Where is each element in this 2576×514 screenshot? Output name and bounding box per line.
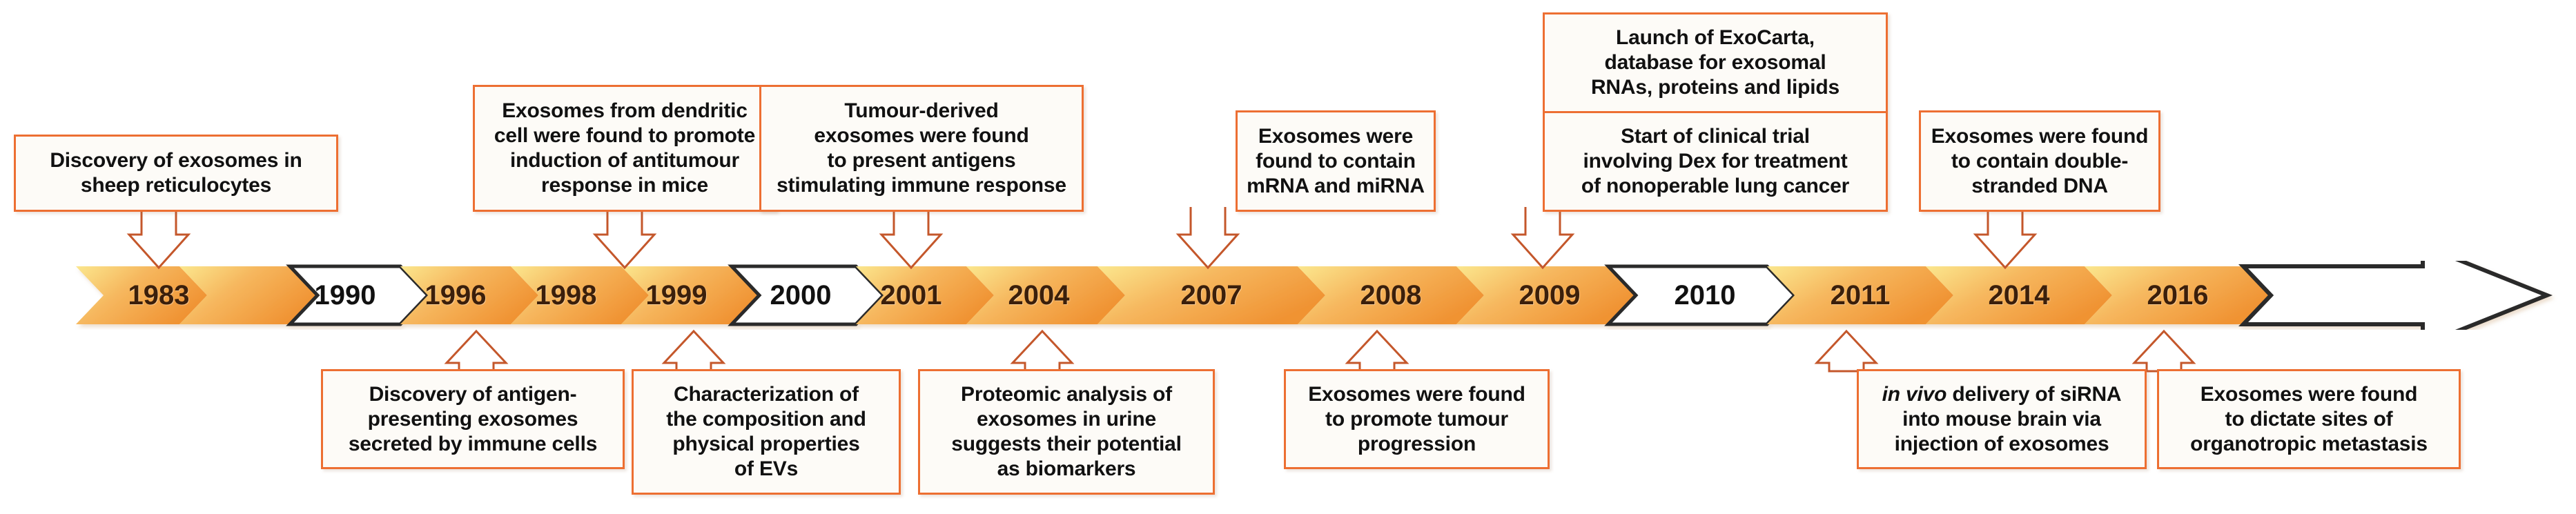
year-label-2016[interactable]: 2016 <box>2147 280 2209 310</box>
callout-line: to contain double- <box>1951 149 2129 172</box>
callout-above-1996[interactable]: Exosomes from dendritic cell were found … <box>473 85 777 212</box>
callout-line: stimulating immune response <box>777 174 1066 197</box>
callout-line: secreted by immune cells <box>348 432 598 455</box>
callout-line: found to contain <box>1256 149 1416 172</box>
callout-line: exosomes in urine <box>976 408 1157 431</box>
callout-line: progression <box>1357 432 1476 455</box>
callout-above-2014[interactable]: Exosomes were found to contain double- s… <box>1919 110 2160 212</box>
callout-below-1996[interactable]: Discovery of antigen- presenting exosome… <box>321 369 625 469</box>
callout-line: sheep reticulocytes <box>80 174 272 197</box>
callout-line: into mouse brain via <box>1902 407 2101 431</box>
callout-line: Discovery of antigen- <box>369 382 577 406</box>
callout-line: as biomarkers <box>997 457 1136 480</box>
connector-up-2011 <box>1814 329 1879 373</box>
callout-segment-exocarta: Launch of ExoCarta, database for exosoma… <box>1545 14 1886 113</box>
connector-down-2014 <box>1973 207 2038 270</box>
year-label-2010[interactable]: 2010 <box>1674 280 1736 310</box>
year-label-2004[interactable]: 2004 <box>1008 280 1070 310</box>
callout-line: the composition and <box>666 408 866 431</box>
callout-line: stranded DNA <box>1971 174 2108 197</box>
callout-line: database for exosomal <box>1604 51 1826 74</box>
callout-line: Exosomes were <box>1258 124 1414 148</box>
connector-up-1999 <box>661 329 726 373</box>
connector-up-1996 <box>444 329 509 373</box>
callout-below-2004[interactable]: Proteomic analysis of exosomes in urine … <box>918 369 1215 495</box>
callout-line: Proteomic analysis of <box>961 383 1172 406</box>
year-label-2009[interactable]: 2009 <box>1519 280 1581 310</box>
year-label-1990[interactable]: 1990 <box>314 280 376 310</box>
callout-line: Characterization of <box>674 383 859 406</box>
callout-line: involving Dex for treatment <box>1583 150 1848 172</box>
callout-line: organotropic metastasis <box>2190 432 2428 455</box>
callout-line: Tumour-derived <box>844 99 999 122</box>
year-label-1983[interactable]: 1983 <box>128 280 190 310</box>
invivo-italic: in vivo <box>1882 382 1947 406</box>
connector-down-1996 <box>592 207 657 270</box>
year-label-1998[interactable]: 1998 <box>535 280 597 310</box>
callout-line: injection of exosomes <box>1894 432 2109 455</box>
callout-line: Exosomes were found <box>2200 382 2418 406</box>
callout-below-2016[interactable]: Exosomes were found to dictate sites of … <box>2157 369 2461 469</box>
callout-above-1983[interactable]: Discovery of exosomes in sheep reticuloc… <box>14 135 338 212</box>
callout-line: presenting exosomes <box>367 407 578 431</box>
callout-line: Exosomes were found <box>1931 124 2149 148</box>
connector-down-2007 <box>1175 207 1240 270</box>
connector-up-2004 <box>1010 329 1075 373</box>
callout-below-2011[interactable]: in vivo delivery of siRNA into mouse bra… <box>1857 369 2147 469</box>
callout-line: cell were found to promote <box>494 124 756 147</box>
year-label-2014[interactable]: 2014 <box>1988 280 2050 310</box>
connector-down-2009 <box>1510 207 1575 270</box>
connector-down-2001 <box>879 207 944 270</box>
callout-line: mRNA and miRNA <box>1247 174 1425 197</box>
connector-down-1983 <box>126 207 191 270</box>
callout-segment-clinical-trial: Start of clinical trial involving Dex fo… <box>1545 113 1886 210</box>
callout-line: Exosomes were found <box>1308 382 1525 406</box>
callout-above-2009[interactable]: Launch of ExoCarta, database for exosoma… <box>1543 12 1888 212</box>
callout-below-1999[interactable]: Characterization of the composition and … <box>632 369 901 495</box>
callout-line: Discovery of exosomes in <box>50 149 302 172</box>
callout-line: to dictate sites of <box>2225 407 2393 431</box>
callout-line: Exosomes from dendritic <box>502 99 748 122</box>
timeline-band <box>0 261 2576 330</box>
callout-line: response in mice <box>541 174 708 197</box>
callout-line-invivo: in vivo delivery of siRNA <box>1859 382 2145 407</box>
callout-line: to present antigens <box>827 149 1016 172</box>
callout-line: exosomes were found <box>814 124 1029 147</box>
callout-above-2007[interactable]: Exosomes were found to contain mRNA and … <box>1236 110 1436 212</box>
callout-line: Start of clinical trial <box>1621 125 1810 148</box>
callout-line: of nonoperable lung cancer <box>1581 175 1850 197</box>
callout-line: induction of antitumour <box>509 149 739 172</box>
callout-line: physical properties <box>672 433 860 455</box>
year-label-1996[interactable]: 1996 <box>425 280 487 310</box>
connector-up-2016 <box>2131 329 2196 373</box>
year-label-2001[interactable]: 2001 <box>880 280 942 310</box>
connector-up-2008 <box>1345 329 1409 373</box>
callout-line: to promote tumour <box>1325 407 1508 431</box>
callout-line: Launch of ExoCarta, <box>1616 26 1815 49</box>
year-label-2008[interactable]: 2008 <box>1360 280 1422 310</box>
invivo-rest: delivery of siRNA <box>1946 382 2122 406</box>
year-label-2007[interactable]: 2007 <box>1180 280 1242 310</box>
callout-line: RNAs, proteins and lipids <box>1590 76 1840 99</box>
callout-below-2008[interactable]: Exosomes were found to promote tumour pr… <box>1284 369 1550 469</box>
callout-line: suggests their potential <box>951 433 1182 455</box>
year-label-2000[interactable]: 2000 <box>770 280 832 310</box>
year-label-2011[interactable]: 2011 <box>1830 280 1891 310</box>
callout-line: of EVs <box>734 457 799 480</box>
year-label-1999[interactable]: 1999 <box>645 280 708 310</box>
callout-above-2001[interactable]: Tumour-derived exosomes were found to pr… <box>759 85 1084 212</box>
